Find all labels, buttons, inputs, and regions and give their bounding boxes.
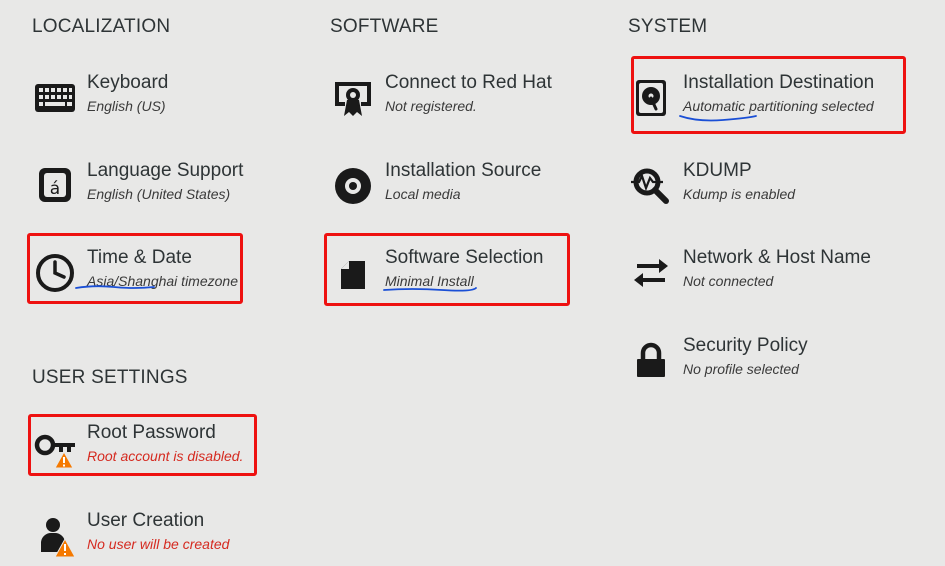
- connect-redhat-status: Not registered.: [385, 98, 477, 114]
- keyboard-icon: [33, 76, 77, 120]
- installation-source-status: Local media: [385, 186, 461, 202]
- security-policy-status: No profile selected: [683, 361, 799, 377]
- keyboard-title: Keyboard: [87, 72, 169, 93]
- connect-redhat-spoke[interactable]: Connect to Red Hat Not registered.: [331, 72, 571, 124]
- root-password-status: Root account is disabled.: [87, 448, 244, 464]
- time-date-status: Asia/Shanghai timezone: [87, 273, 238, 289]
- time-date-spoke[interactable]: Time & Date Asia/Shanghai timezone: [33, 247, 243, 299]
- network-hostname-status: Not connected: [683, 273, 774, 289]
- package-icon: [331, 251, 375, 295]
- security-policy-title: Security Policy: [683, 335, 808, 356]
- software-selection-status: Minimal Install: [385, 273, 474, 289]
- connect-redhat-title: Connect to Red Hat: [385, 72, 552, 93]
- user-creation-spoke[interactable]: User Creation No user will be created: [33, 510, 248, 562]
- harddisk-icon: [629, 76, 673, 120]
- section-system: SYSTEM: [628, 16, 708, 37]
- kdump-title: KDUMP: [683, 160, 752, 181]
- software-selection-spoke[interactable]: Software Selection Minimal Install: [331, 247, 566, 299]
- installation-source-spoke[interactable]: Installation Source Local media: [331, 160, 571, 212]
- installation-destination-spoke[interactable]: Installation Destination Automatic parti…: [629, 72, 899, 124]
- language-support-title: Language Support: [87, 160, 244, 181]
- svg-text:á: á: [50, 179, 60, 199]
- lock-icon: [629, 339, 673, 383]
- network-arrows-icon: [629, 251, 673, 295]
- kdump-spoke[interactable]: KDUMP Kdump is enabled: [629, 160, 869, 212]
- keyboard-spoke[interactable]: Keyboard English (US): [33, 72, 263, 124]
- kdump-status: Kdump is enabled: [683, 186, 796, 202]
- key-warning-icon: [33, 426, 77, 470]
- clock-icon: [33, 251, 77, 295]
- user-warning-icon: [33, 514, 77, 558]
- language-icon: á: [33, 164, 77, 208]
- subscription-icon: [331, 76, 375, 120]
- root-password-title: Root Password: [87, 422, 216, 443]
- software-selection-title: Software Selection: [385, 247, 544, 268]
- installation-destination-status: Automatic partitioning selected: [683, 98, 874, 114]
- time-date-title: Time & Date: [87, 247, 192, 268]
- root-password-spoke[interactable]: Root Password Root account is disabled.: [33, 422, 248, 474]
- keyboard-status: English (US): [87, 98, 166, 114]
- section-user-settings: USER SETTINGS: [32, 367, 188, 388]
- network-hostname-spoke[interactable]: Network & Host Name Not connected: [629, 247, 899, 299]
- language-support-status: English (United States): [87, 186, 231, 202]
- installation-source-title: Installation Source: [385, 160, 542, 181]
- installation-destination-title: Installation Destination: [683, 72, 875, 93]
- section-localization: LOCALIZATION: [32, 16, 171, 37]
- disc-icon: [331, 164, 375, 208]
- network-hostname-title: Network & Host Name: [683, 247, 871, 268]
- language-support-spoke[interactable]: á Language Support English (United State…: [33, 160, 273, 212]
- kdump-icon: [629, 164, 673, 208]
- section-software: SOFTWARE: [330, 16, 439, 37]
- user-creation-title: User Creation: [87, 510, 205, 531]
- user-creation-status: No user will be created: [87, 536, 230, 552]
- security-policy-spoke[interactable]: Security Policy No profile selected: [629, 335, 869, 387]
